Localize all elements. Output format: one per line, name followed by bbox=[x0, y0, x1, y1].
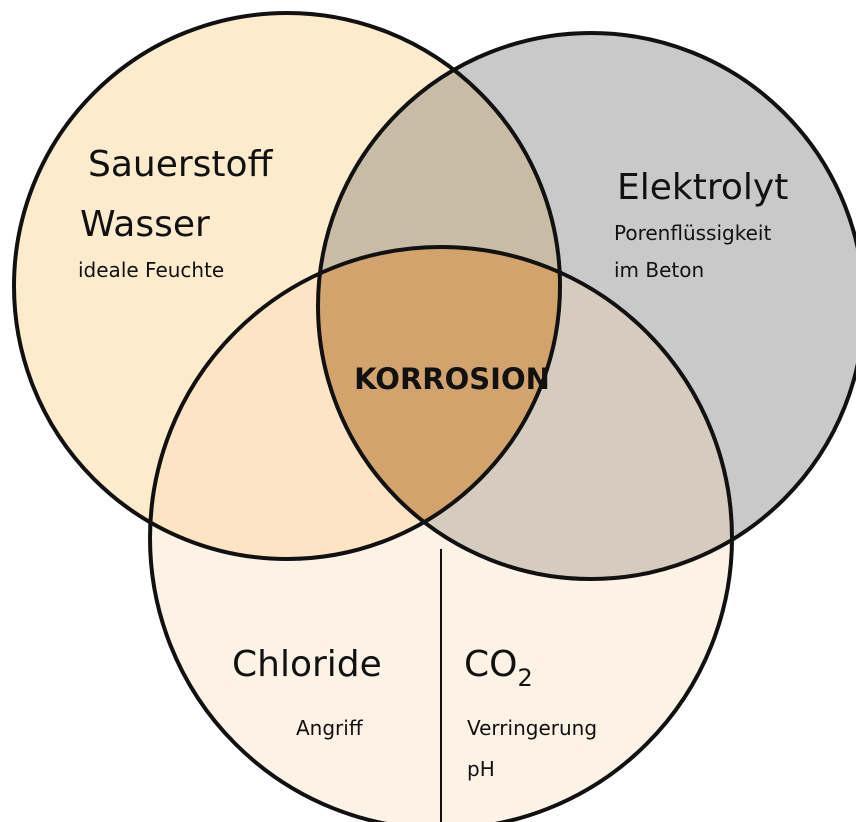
label-elektrolyt: Elektrolyt bbox=[617, 167, 788, 208]
label-angriff: Angriff bbox=[296, 716, 364, 740]
outline-electrolyte bbox=[316, 31, 856, 581]
label-wasser: Wasser bbox=[80, 204, 210, 245]
label-verringerung: Verringerung bbox=[467, 716, 597, 740]
label-im-beton: im Beton bbox=[614, 258, 704, 282]
outline-bottom bbox=[148, 245, 734, 822]
label-ideale-feuchte: ideale Feuchte bbox=[78, 258, 224, 282]
label-korrosion: KORROSION bbox=[354, 362, 550, 396]
label-co2-main: CO bbox=[464, 644, 517, 685]
label-chloride: Chloride bbox=[232, 644, 382, 685]
outline-oxygen-water bbox=[12, 11, 562, 561]
label-porenfluessigkeit: Porenflüssigkeit bbox=[614, 221, 771, 245]
label-co2: CO2 bbox=[464, 644, 533, 692]
label-sauerstoff: Sauerstoff bbox=[88, 144, 274, 185]
label-ph: pH bbox=[467, 757, 495, 781]
label-co2-subscript: 2 bbox=[517, 664, 532, 692]
